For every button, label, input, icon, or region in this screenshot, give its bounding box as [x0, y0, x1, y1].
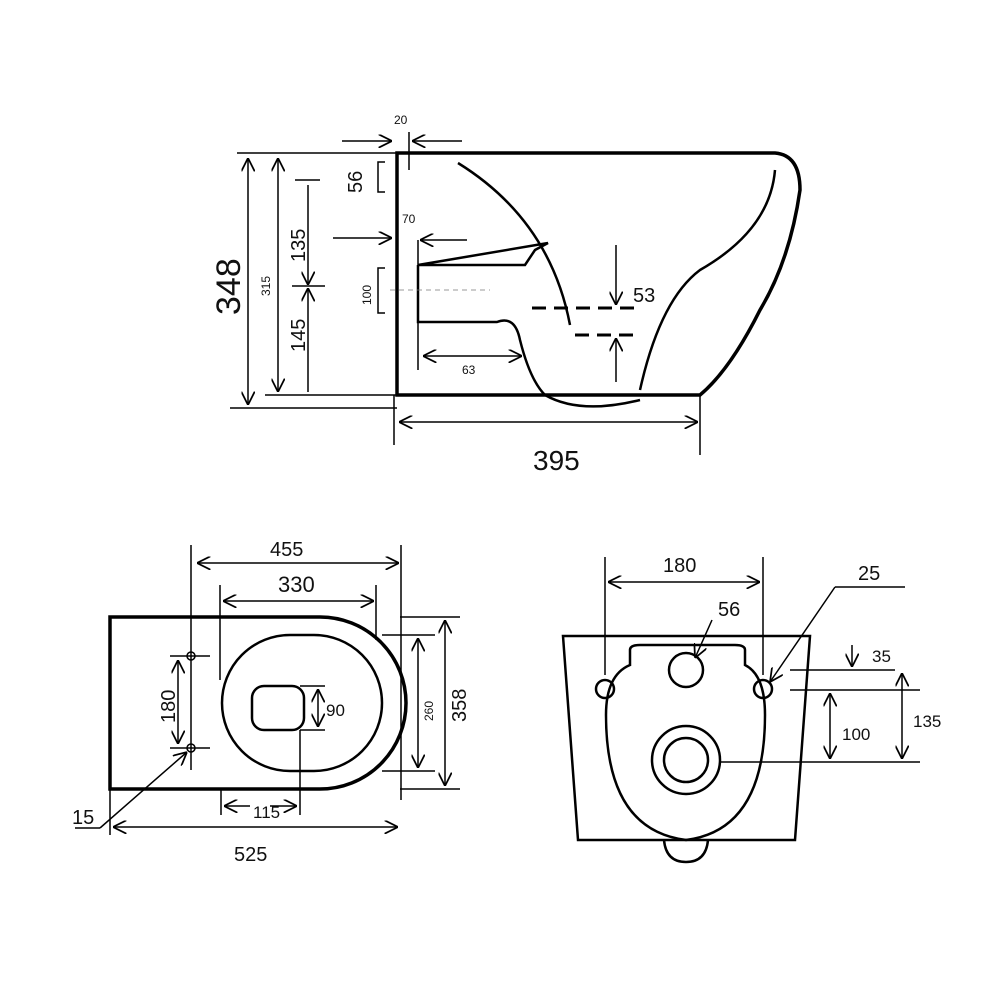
label-315: 315 — [259, 276, 273, 296]
label-53: 53 — [633, 285, 655, 307]
label-145: 145 — [288, 319, 310, 352]
label-90: 90 — [326, 701, 345, 720]
label-180: 180 — [158, 690, 180, 723]
label-20: 20 — [394, 113, 408, 127]
label-70: 70 — [402, 212, 416, 226]
rear-view: 180 25 56 35 100 135 — [561, 555, 941, 864]
label-25: 25 — [858, 563, 880, 585]
label-115: 115 — [253, 803, 280, 822]
label-135: 135 — [913, 712, 941, 731]
label-358: 358 — [449, 689, 471, 722]
label-56: 56 — [345, 171, 367, 193]
label-260: 260 — [422, 701, 436, 721]
label-135: 135 — [288, 229, 310, 262]
label-56: 56 — [718, 599, 740, 621]
side-view: 20 56 70 135 348 315 100 145 53 63 395 — [210, 113, 802, 476]
label-15: 15 — [72, 807, 94, 829]
label-180: 180 — [663, 555, 696, 577]
label-35: 35 — [872, 647, 891, 666]
label-100: 100 — [360, 285, 374, 305]
label-63: 63 — [462, 363, 476, 377]
label-100: 100 — [842, 725, 870, 744]
label-330: 330 — [278, 572, 315, 597]
label-348: 348 — [210, 258, 248, 315]
label-395: 395 — [533, 445, 580, 476]
label-525: 525 — [234, 844, 267, 866]
label-455: 455 — [270, 539, 303, 561]
top-view: 455 330 180 90 260 358 15 115 525 — [72, 539, 471, 866]
